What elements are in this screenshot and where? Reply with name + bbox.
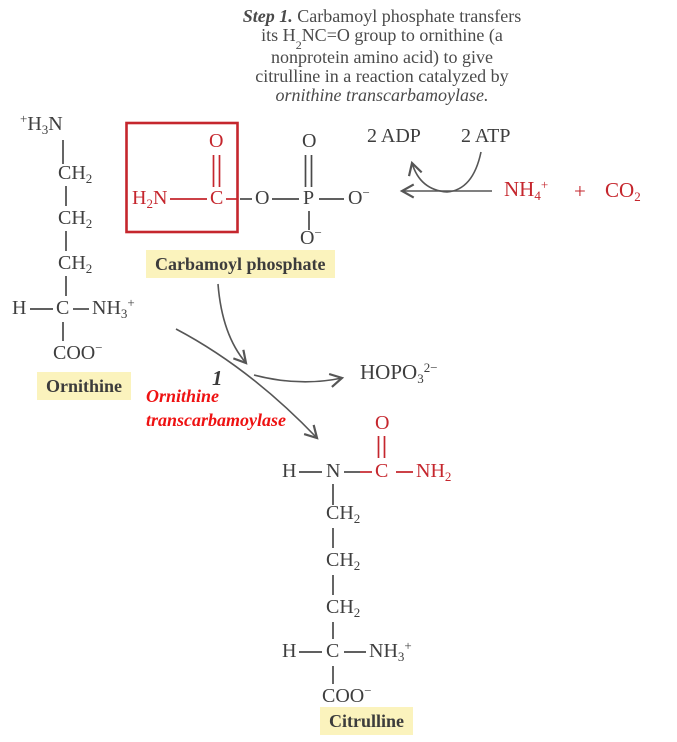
citrulline-alpha-c: C xyxy=(326,640,340,662)
enzyme-name-line-1: Ornithine xyxy=(146,386,220,406)
atp-label: 2 ATP xyxy=(461,125,511,147)
carbamoyl-carbonyl-c: C xyxy=(210,187,224,209)
ornithine-bonds xyxy=(30,140,89,341)
carbamoyl-group-highlight-box xyxy=(125,121,239,234)
ornithine-label: Ornithine xyxy=(37,372,132,400)
phosphate-byproduct-formula: HOPO32− xyxy=(360,360,438,386)
ornithine-alpha-h: H xyxy=(12,297,27,319)
ornithine-ammonium-group: NH3+ xyxy=(92,295,135,321)
enzyme-name-line-2: transcarbamoylase xyxy=(146,410,287,430)
arrow-atp-to-adp xyxy=(407,151,482,193)
citrulline-label: Citrulline xyxy=(320,707,413,735)
phosphate-o-bottom: O− xyxy=(300,225,322,249)
citrulline-carbonyl-o: O xyxy=(375,412,390,434)
ornithine-ch2-3: CH2 xyxy=(58,252,93,276)
reaction-arrows xyxy=(175,283,345,440)
adp-label: 2 ADP xyxy=(367,125,421,147)
carbamoyl-bridge-o: O xyxy=(255,187,270,209)
arrow-phosphate-leaving xyxy=(253,372,345,388)
ornithine-alpha-c: C xyxy=(56,297,70,319)
carbamoyl-carbonyl-o: O xyxy=(209,130,224,152)
carbamoyl-h2n-group: H2N xyxy=(132,187,168,211)
citrulline-ammonium-group: NH3+ xyxy=(369,638,412,664)
citrulline-nh2-group: NH2 xyxy=(416,460,452,484)
ornithine-ch2-2: CH2 xyxy=(58,207,93,231)
ammonium-formula: NH4+ xyxy=(504,177,549,203)
citrulline-carboxylate-group: COO− xyxy=(322,683,372,707)
citrulline-amide-n: N xyxy=(326,460,341,482)
caption-line-1: Step 1. Carbamoyl phosphate transfers xyxy=(242,6,522,26)
ornithine-carboxylate-group: COO− xyxy=(53,340,103,364)
ornithine-amino-group: +H3N xyxy=(20,111,63,137)
caption-line-2: its H2NC=O group to ornithine (a xyxy=(261,25,503,52)
caption-step-label: Step 1. xyxy=(242,6,293,26)
step1-caption: Step 1. Carbamoyl phosphate transfers it… xyxy=(183,7,581,105)
citrulline-ch2-2: CH2 xyxy=(326,549,361,573)
citrulline-ch2-1: CH2 xyxy=(326,502,361,526)
arrow-ornithine-to-citrulline xyxy=(175,328,319,440)
reaction-step-number: 1 xyxy=(212,366,223,390)
plus-sign: + xyxy=(574,179,586,203)
phosphate-o-right: O− xyxy=(348,185,370,209)
ornithine-ch2-1: CH2 xyxy=(58,162,93,186)
citrulline-carbonyl-c: C xyxy=(375,460,389,482)
carbamoyl-phosphate-bonds xyxy=(125,121,344,234)
caption-line-3: nonprotein amino acid) to give xyxy=(271,46,493,67)
phosphate-p: P xyxy=(303,187,315,209)
co2-formula: CO2 xyxy=(605,178,641,204)
carbamoyl-phosphate-label: Carbamoyl phosphate xyxy=(146,250,335,278)
citrulline-amide-h: H xyxy=(282,460,297,482)
citrulline-alpha-h: H xyxy=(282,640,297,662)
phosphate-o-top: O xyxy=(302,130,317,152)
citrulline-ch2-3: CH2 xyxy=(326,596,361,620)
caption-line-4: citrulline in a reaction catalyzed by xyxy=(255,65,509,86)
arrow-carbamoyl-into-reaction xyxy=(217,283,248,365)
citrulline-bonds xyxy=(299,436,413,684)
caption-line-5-enzyme-name: ornithine transcarbamoylase. xyxy=(275,84,489,105)
substrate-entry-arrows xyxy=(399,151,492,199)
